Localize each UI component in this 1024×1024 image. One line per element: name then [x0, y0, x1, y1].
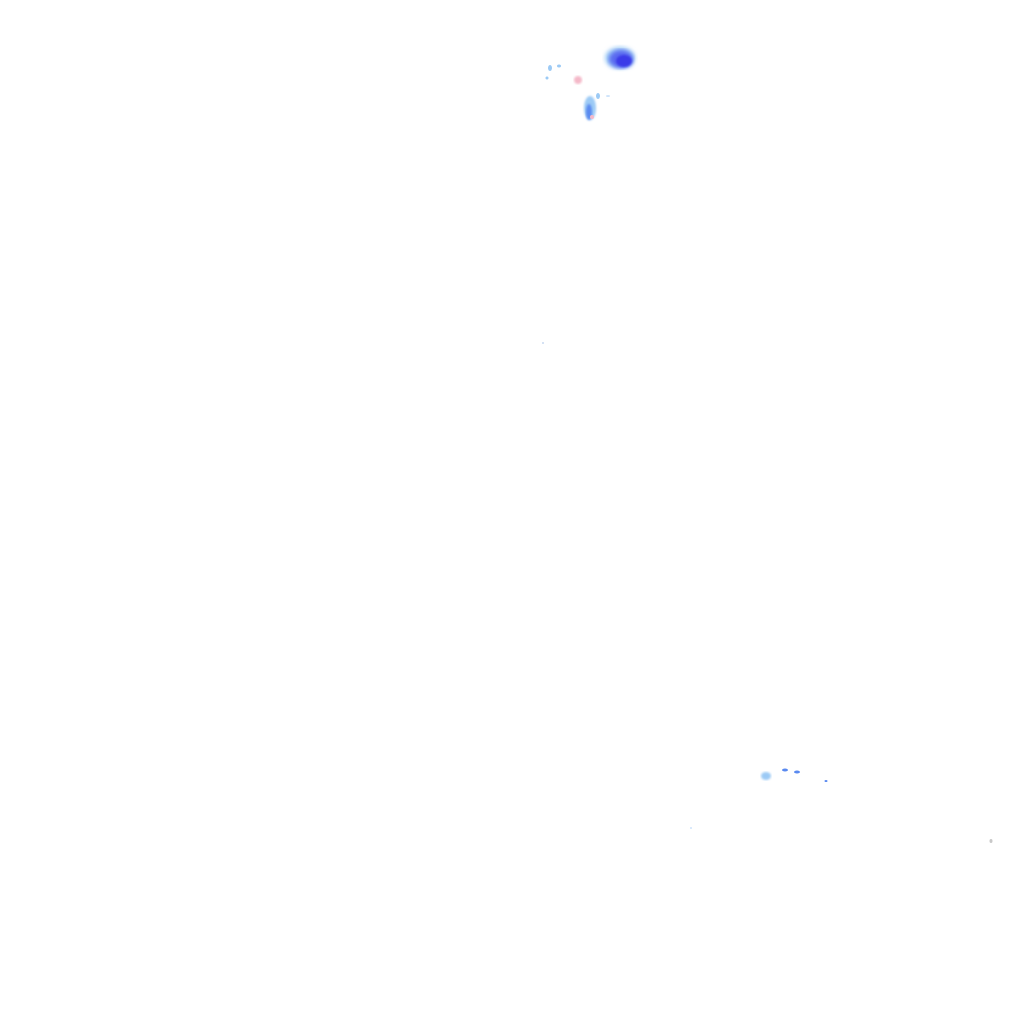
precip-cell-north: [605, 47, 635, 69]
precip-blob: [761, 772, 771, 780]
precip-blob: [548, 65, 552, 71]
precip-blob: [606, 95, 610, 97]
precip-blob: [557, 64, 561, 68]
precip-blob: [782, 768, 788, 772]
precip-scatter-south: [542, 342, 993, 843]
precip-blob: [542, 342, 544, 344]
precip-blob: [616, 55, 632, 67]
precip-blob: [596, 93, 600, 99]
precip-blob: [824, 780, 828, 782]
precip-scatter-north: [545, 64, 610, 120]
precip-blob: [690, 827, 692, 829]
precip-blob: [590, 115, 594, 119]
precip-blob: [545, 76, 549, 80]
precip-blob: [574, 76, 582, 84]
precip-blob: [794, 770, 800, 774]
precip-blob: [989, 839, 993, 843]
